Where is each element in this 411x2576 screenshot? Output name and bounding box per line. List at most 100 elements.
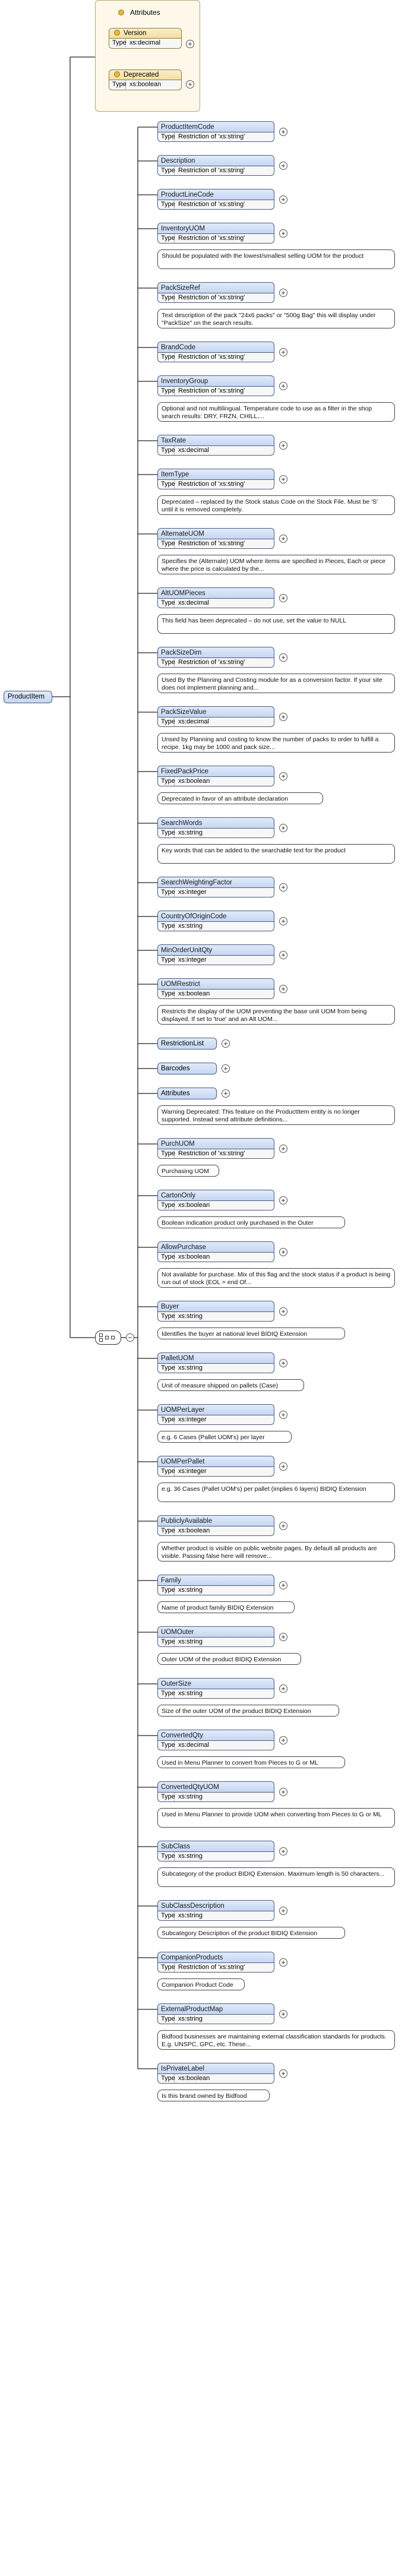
expand-icon[interactable]: + [186,80,194,88]
expand-icon[interactable]: + [279,1522,287,1530]
expand-icon[interactable]: + [279,951,287,959]
expand-icon[interactable]: + [279,1736,287,1744]
expand-icon[interactable]: + [222,1039,230,1048]
expand-icon[interactable]: + [186,40,194,48]
expand-icon[interactable]: + [279,824,287,832]
expand-icon[interactable]: + [279,1684,287,1693]
expand-icon[interactable]: + [279,653,287,662]
expand-icon[interactable]: + [279,1411,287,1419]
expand-icon[interactable]: + [279,594,287,602]
element-name: Buyer [157,1301,274,1312]
expand-icon[interactable]: + [279,382,287,390]
element-restrictionlist[interactable]: RestrictionList [157,1038,217,1050]
expand-icon[interactable]: + [279,883,287,892]
expand-icon[interactable]: + [279,289,287,297]
expand-icon[interactable]: + [279,1907,287,1915]
expand-icon[interactable]: + [279,128,287,136]
type-value: xs:decimal [178,599,209,606]
expand-icon[interactable]: + [279,1462,287,1471]
type-value: xs:integer [178,1416,207,1423]
root-element-productitem[interactable]: ProductItem [4,691,52,703]
expand-icon[interactable]: + [279,475,287,483]
expand-icon[interactable]: + [279,2010,287,2018]
expand-icon[interactable]: + [279,713,287,721]
expand-icon[interactable]: + [279,1196,287,1205]
expand-icon[interactable]: + [222,1064,230,1073]
type-value: xs:integer [178,889,207,896]
element-annotation: Should be populated with the lowest/smal… [157,249,395,269]
element-annotation: e.g. 36 Cases (Pallet UOM's) per pallet … [157,1483,395,1502]
expand-icon[interactable]: + [279,772,287,780]
expand-icon[interactable]: + [279,195,287,204]
element-attributes[interactable]: Attributes [157,1088,217,1099]
expand-icon[interactable]: + [279,229,287,238]
expand-icon[interactable]: + [279,348,287,356]
expand-icon[interactable]: + [279,441,287,450]
element-name: AlternateUOM [157,528,274,539]
type-key: Type [158,1963,175,1972]
expand-icon[interactable]: + [279,985,287,993]
expand-icon[interactable]: + [279,162,287,170]
expand-icon[interactable]: + [279,1248,287,1256]
expand-icon[interactable]: + [279,1307,287,1316]
expand-icon[interactable]: + [279,1958,287,1967]
expand-icon[interactable]: + [279,1145,287,1153]
element-barcodes[interactable]: Barcodes [157,1063,217,1074]
type-value: xs:boolean [178,1202,210,1209]
element-name: CompanionProducts [157,1952,274,1963]
expand-icon[interactable]: + [279,917,287,925]
expand-icon[interactable]: + [279,1847,287,1856]
expand-icon[interactable]: + [222,1089,230,1098]
collapse-icon[interactable]: − [126,1333,134,1342]
expand-icon[interactable]: + [279,535,287,543]
expand-icon[interactable]: + [279,2069,287,2078]
type-key: Type [158,1911,175,1920]
expand-icon[interactable]: + [279,1359,287,1367]
expand-icon[interactable]: + [279,1633,287,1641]
expand-icon[interactable]: + [279,1581,287,1589]
sequence-compositor[interactable] [95,1330,121,1345]
expand-icon[interactable]: + [279,1788,287,1796]
collapse-icon[interactable] [118,10,124,15]
